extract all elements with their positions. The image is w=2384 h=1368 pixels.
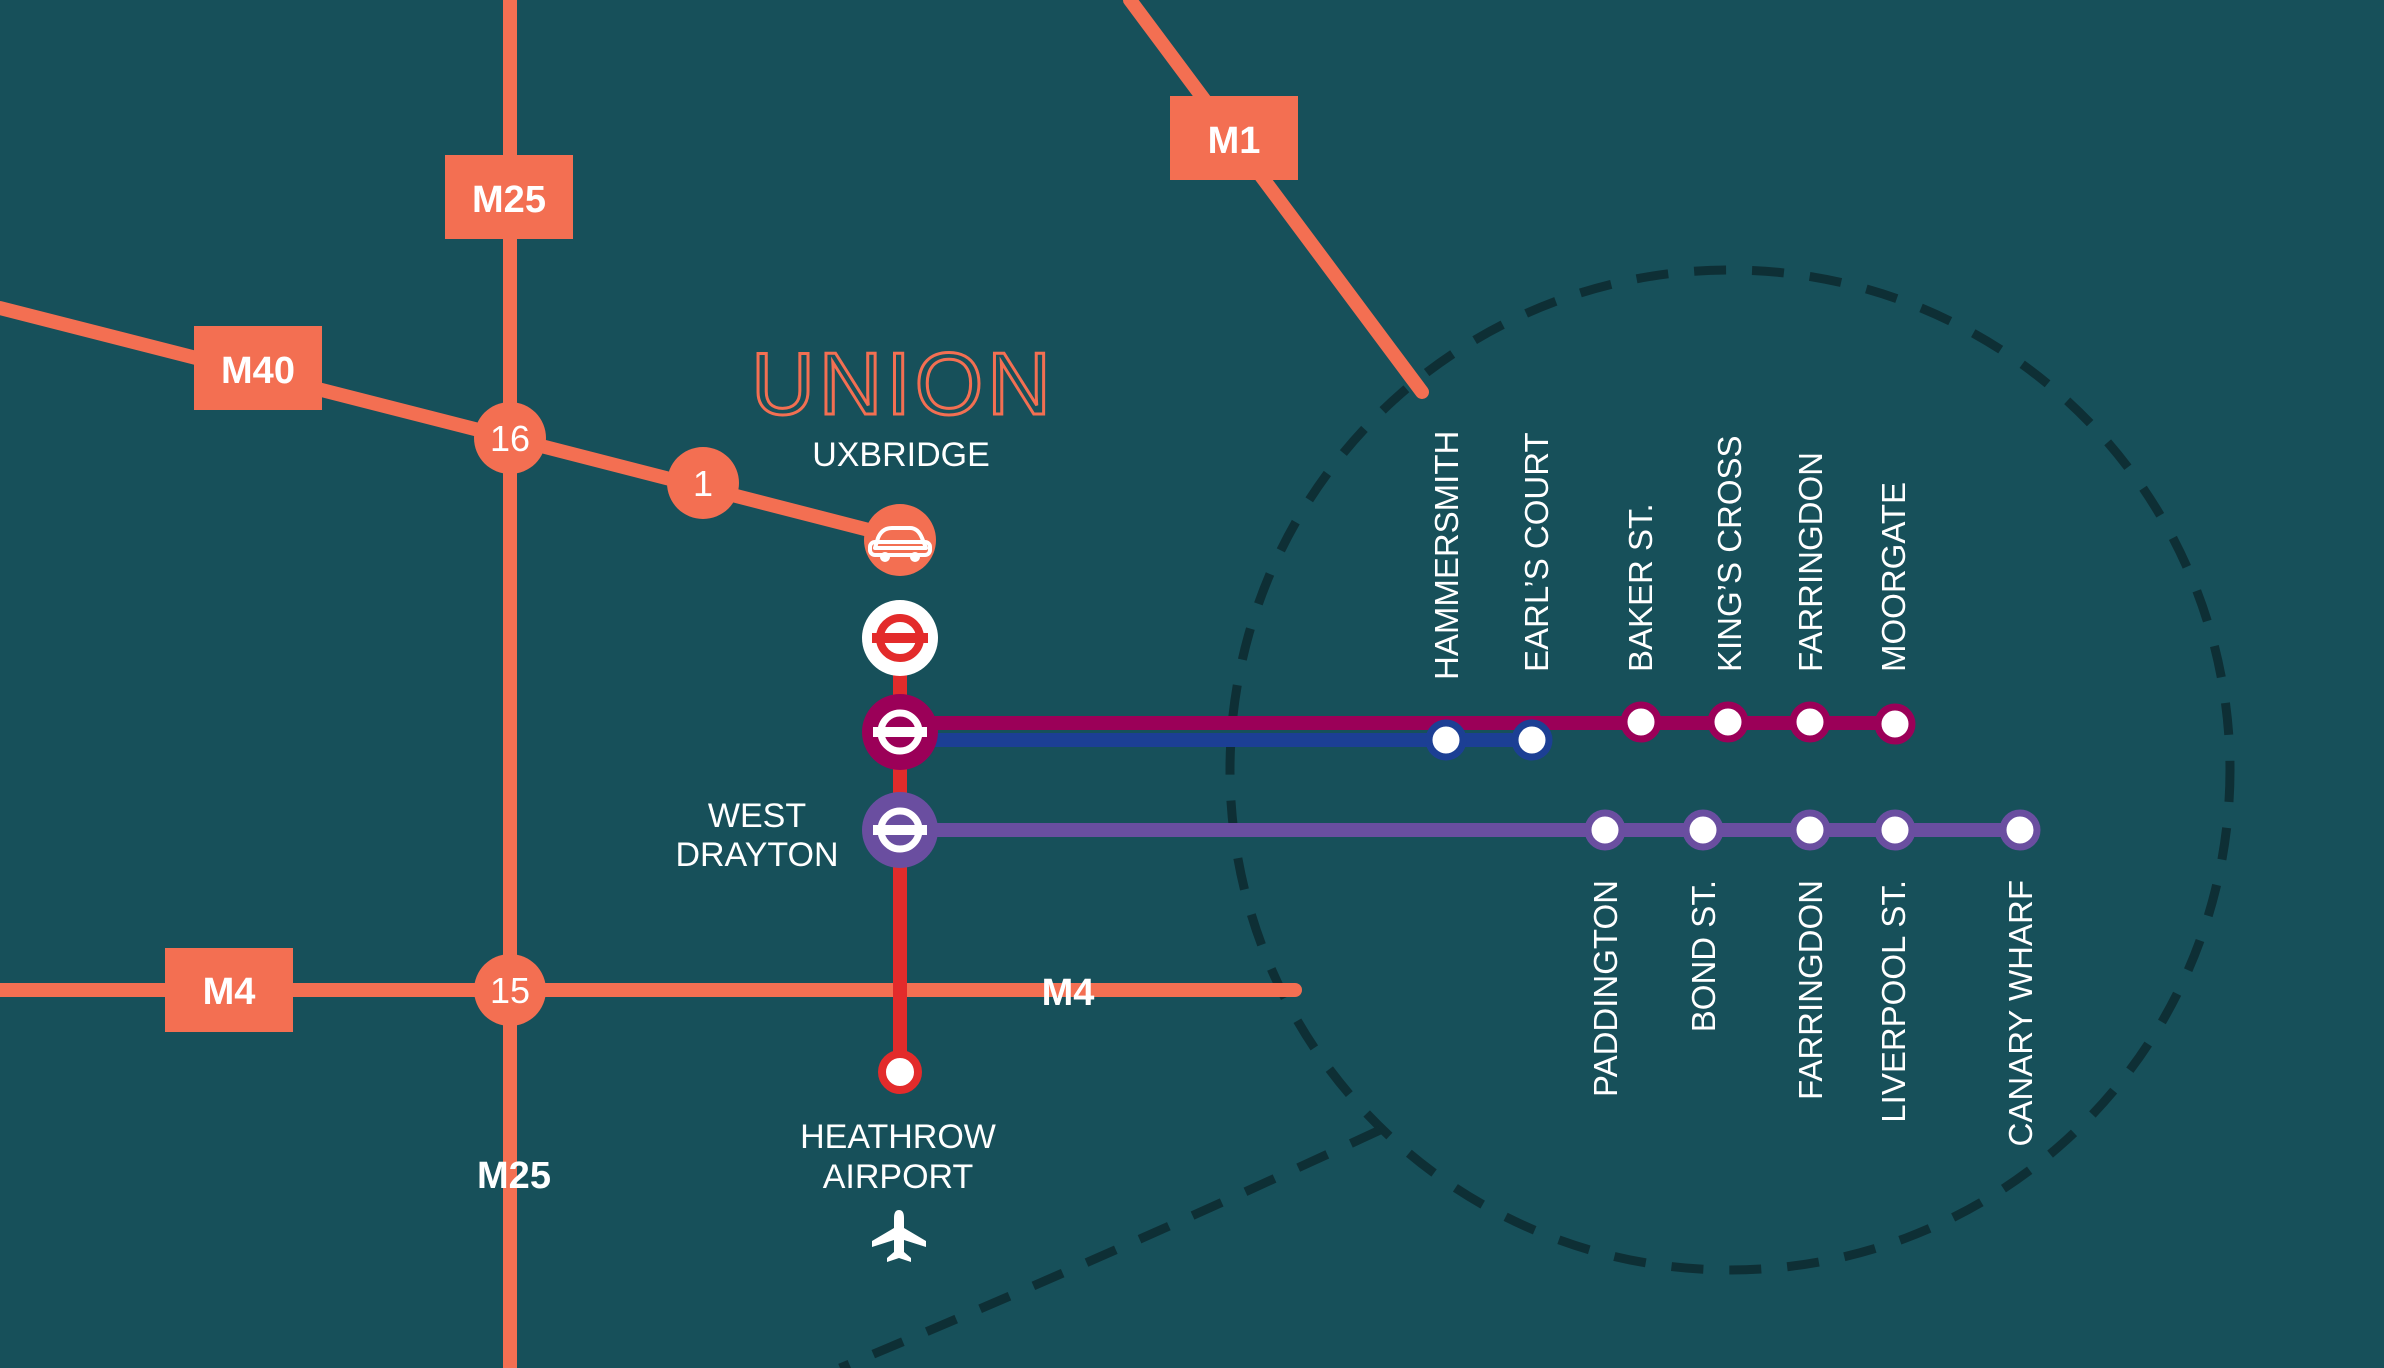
station-dot-moorgate — [1874, 703, 1916, 745]
station-label: MOORGATE — [1875, 482, 1912, 672]
station-label: FARRINGDON — [1792, 452, 1829, 672]
station-dot-farringdon-lower — [1789, 809, 1831, 851]
svg-text:16: 16 — [490, 418, 530, 459]
m25-top-label: M25 — [445, 155, 573, 239]
station-label: FARRINGDON — [1792, 880, 1829, 1100]
station-dot-baker-st — [1620, 701, 1662, 743]
lower-station-dots — [1584, 809, 2041, 851]
uxbridge-label: UXBRIDGE — [812, 436, 990, 474]
station-label: PADDINGTON — [1587, 880, 1624, 1097]
heathrow-station — [878, 1050, 922, 1094]
heathrow-label-line1: HEATHROW — [800, 1118, 996, 1156]
svg-text:M40: M40 — [221, 350, 295, 392]
station-label: BOND ST. — [1685, 880, 1722, 1032]
station-dot-hammersmith — [1425, 719, 1467, 761]
station-dot-liverpool-st — [1874, 809, 1916, 851]
upper-station-labels: HAMMERSMITH EARL’S COURT BAKER ST. KING’… — [1428, 431, 1912, 680]
station-label: CANARY WHARF — [2002, 880, 2039, 1146]
station-dot-kings-cross — [1707, 701, 1749, 743]
junction-15: 15 — [474, 954, 546, 1026]
car-icon — [864, 504, 936, 576]
lower-station-labels: PADDINGTON BOND ST. FARRINGDON LIVERPOOL… — [1587, 880, 2039, 1146]
svg-text:M1: M1 — [1208, 120, 1261, 162]
elizabeth-interchange-icon — [862, 792, 938, 868]
upper-station-dots — [1425, 701, 1916, 761]
west-drayton-label-line2: DRAYTON — [675, 836, 838, 874]
svg-text:M25: M25 — [472, 179, 546, 221]
heathrow-label-line2: AIRPORT — [823, 1158, 974, 1196]
station-dot-canary-wharf — [1999, 809, 2041, 851]
station-dot-paddington — [1584, 809, 1626, 851]
station-dot-farringdon-upper — [1789, 701, 1831, 743]
svg-text:M4: M4 — [203, 971, 256, 1013]
junction-1: 1 — [667, 447, 739, 519]
m4-right-label: M4 — [1042, 972, 1095, 1014]
m1-label: M1 — [1170, 96, 1298, 180]
station-label: BAKER ST. — [1622, 503, 1659, 672]
m40-label: M40 — [194, 326, 322, 410]
m25-bottom-label: M25 — [477, 1155, 551, 1197]
central-london-boundary — [838, 265, 2235, 1368]
station-dot-bond-st — [1682, 809, 1724, 851]
junction-16: 16 — [474, 402, 546, 474]
metropolitan-interchange-icon — [862, 694, 938, 770]
m4-left-label: M4 — [165, 948, 293, 1032]
station-dot-earls-court — [1511, 719, 1553, 761]
motorways — [0, 0, 1429, 1368]
svg-text:1: 1 — [693, 463, 713, 504]
underground-roundel-icon — [862, 600, 938, 676]
m1-road — [1123, 0, 1429, 399]
station-label: HAMMERSMITH — [1428, 431, 1465, 680]
airplane-icon — [872, 1210, 926, 1262]
station-label: KING’S CROSS — [1711, 435, 1748, 672]
west-drayton-label-line1: WEST — [708, 797, 806, 835]
svg-text:15: 15 — [490, 970, 530, 1011]
union-logo: UNION — [751, 334, 1055, 433]
station-label: EARL’S COURT — [1518, 432, 1555, 672]
station-label: LIVERPOOL ST. — [1875, 880, 1912, 1123]
